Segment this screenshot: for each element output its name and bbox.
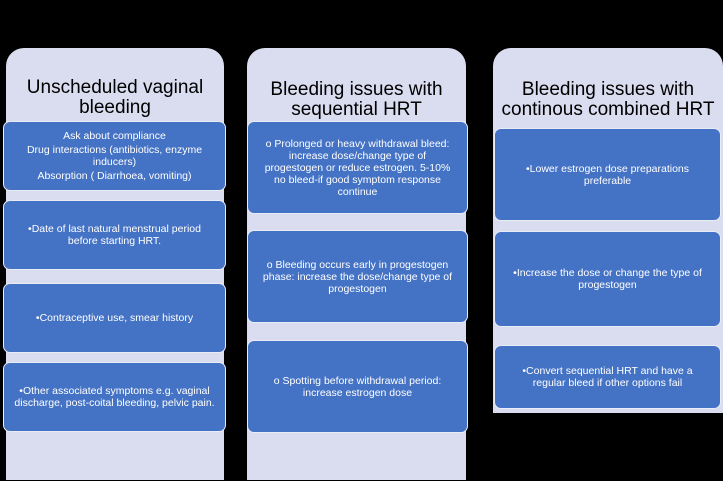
box-line: o Prolonged or heavy withdrawal bleed: i… [264, 137, 451, 198]
column-title-unscheduled-bleeding: Unscheduled vaginal bleeding [26, 77, 204, 118]
box-convert-sequential-hrt: •Convert sequential HRT and have a regul… [494, 345, 721, 409]
box-spotting-before-withdrawal: o Spotting before withdrawal period: inc… [247, 340, 468, 433]
box-last-menstrual-period: •Date of last natural menstrual period b… [3, 200, 226, 270]
box-line: Ask about compliance [63, 130, 166, 142]
box-bleeding-early-progestogen: o Bleeding occurs early in progestogen p… [247, 230, 468, 323]
column-title-continuous-combined-hrt: Bleeding issues with continous combined … [501, 79, 715, 120]
box-line: Absorption ( Diarrhoea, vomiting) [37, 170, 192, 182]
box-line: •Increase the dose or change the type of… [513, 267, 702, 291]
box-increase-progestogen: •Increase the dose or change the type of… [494, 231, 721, 327]
box-lower-estrogen-dose: •Lower estrogen dose preparations prefer… [494, 128, 721, 221]
box-line: o Spotting before withdrawal period: inc… [273, 374, 442, 399]
box-line: •Lower estrogen dose preparations prefer… [525, 162, 690, 187]
box-line: •Contraceptive use, smear history [35, 312, 194, 324]
box-line: •Convert sequential HRT and have a regul… [522, 365, 693, 389]
column-title-wrap-3: Bleeding issues with continous combined … [493, 78, 723, 122]
column-title-wrap-2: Bleeding issues with sequential HRT [247, 78, 466, 122]
column-title-wrap-1: Unscheduled vaginal bleeding [6, 72, 224, 124]
box-line: o Bleeding occurs early in progestogen p… [262, 258, 453, 295]
box-contraceptive-smear: •Contraceptive use, smear history [3, 283, 226, 353]
box-line: •Other associated symptoms e.g. vaginal … [14, 385, 215, 409]
box-compliance-drugs-absorption: Ask about compliance Drug interactions (… [3, 121, 226, 191]
box-associated-symptoms: •Other associated symptoms e.g. vaginal … [3, 362, 226, 432]
box-line: •Date of last natural menstrual period b… [28, 223, 201, 247]
column-title-sequential-hrt: Bleeding issues with sequential HRT [270, 79, 443, 120]
box-prolonged-withdrawal-bleed: o Prolonged or heavy withdrawal bleed: i… [247, 121, 468, 214]
box-line: Drug interactions (antibiotics, enzyme i… [26, 144, 203, 168]
